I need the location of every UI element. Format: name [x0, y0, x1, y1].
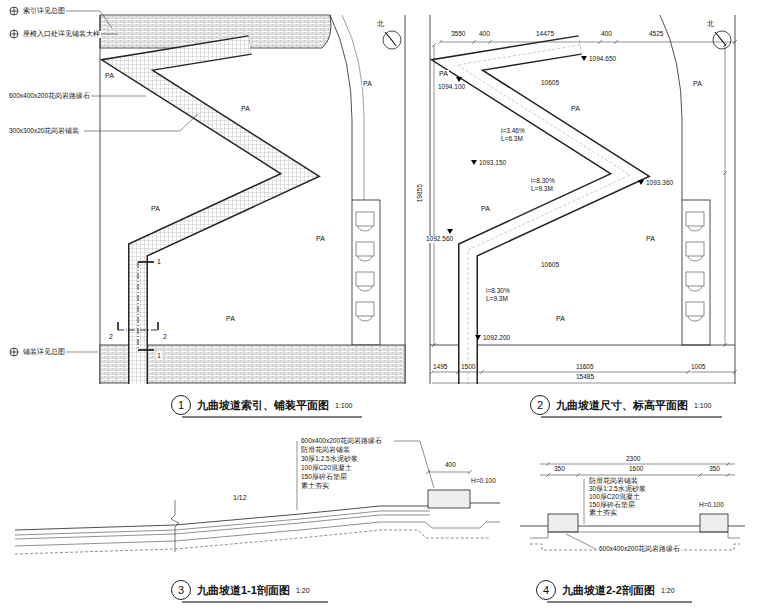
drawing-label: 1495 [432, 364, 448, 371]
drawing-label: 北 [706, 20, 715, 27]
drawing-title: 1 九曲坡道索引、铺装平面图 1:100 [171, 395, 353, 415]
drawing-label: 防滑花岗岩铺装 [588, 478, 639, 485]
drawing-label: 1092.560 [425, 236, 454, 243]
drawing-label: i=3.46% [500, 128, 526, 135]
drawing-name: 九曲坡道1-1剖面图 [197, 583, 290, 598]
drawing-label: 30厚1:2.5水泥砂浆 [588, 486, 647, 493]
drawing-label: 150厚碎石垫层 [300, 474, 348, 481]
drawing-name: 九曲坡道2-2剖面图 [562, 583, 655, 598]
drawing-label: 铺装详见总图 [22, 349, 66, 356]
drawing-label: i=8.30% [530, 178, 556, 185]
drawing-label: 1093.150 [478, 160, 507, 167]
drawing-label: PA [645, 235, 656, 242]
drawing-label: L=9.3M [530, 186, 554, 193]
drawing-label: 1093.360 [645, 180, 674, 187]
drawing-label: 防滑花岗岩铺装 [300, 447, 351, 454]
drawing-label: PA [570, 105, 581, 112]
drawing-label: 1094.100 [437, 84, 466, 91]
drawing-label: 15485 [575, 374, 595, 381]
drawing-label: L=6.3M [500, 136, 524, 143]
drawing-name: 九曲坡道索引、铺装平面图 [197, 398, 329, 413]
drawing-label: 3550 [450, 31, 466, 38]
drawing-label: 10605 [540, 80, 560, 87]
section-one [15, 441, 500, 554]
drawing-label: H=0.100 [698, 502, 725, 509]
drawing-label: 400 [478, 31, 491, 38]
drawing-label: 100厚C20混凝土 [588, 494, 641, 501]
drawing-label: 素土夯实 [300, 483, 330, 490]
drawing-label: 2 [108, 333, 114, 340]
drawing-label: 1092.200 [482, 335, 511, 342]
drawing-label: 2300 [625, 456, 641, 463]
drawing-title: 2 九曲坡道尺寸、标高平面图 1:100 [530, 395, 712, 415]
drawing-label: PA [240, 105, 251, 112]
plan-two [430, 15, 737, 384]
drawing-label: 300x300x20花岗岩铺装 [8, 128, 80, 135]
drawing-label: 4525 [648, 31, 664, 38]
drawing-label: 14475 [535, 31, 555, 38]
drawing-label: PA [315, 235, 326, 242]
drawing-label: 350 [708, 466, 721, 473]
drawing-label: 素土夯实 [588, 510, 618, 517]
plan-one [10, 7, 405, 384]
drawing-label: 北 [376, 20, 385, 27]
drawing-label: 1 [156, 258, 162, 265]
drawing-label: 350 [553, 466, 566, 473]
callout-number: 2 [530, 395, 550, 415]
drawing-scale: 1:20 [296, 587, 310, 594]
drawing-label: 600x400x200花岗岩路缘石 [300, 438, 383, 445]
drawing-label: PA [104, 72, 115, 79]
drawing-label: 1/12 [232, 494, 248, 501]
drawing-label: PA [150, 205, 161, 212]
drawing-title: 4 九曲坡道2-2剖面图 1:20 [536, 580, 675, 600]
callout-number: 1 [171, 395, 191, 415]
drawing-title: 3 九曲坡道1-1剖面图 1:20 [171, 580, 310, 600]
drawing-label: H=0.100 [470, 478, 497, 485]
drawing-scale: 1:100 [335, 402, 353, 409]
drawing-label: PA [692, 80, 703, 87]
drawing-label: 150厚碎石垫层 [588, 502, 636, 509]
drawing-label: 1005 [690, 364, 706, 371]
drawing-name: 九曲坡道尺寸、标高平面图 [556, 398, 688, 413]
drawing-label: PA [225, 315, 236, 322]
drawing-label: L=9.3M [485, 296, 509, 303]
drawing-label: 600x400x200花岗岩路缘石 [8, 93, 91, 100]
callout-number: 3 [171, 580, 191, 600]
drawing-label: 400 [444, 462, 457, 469]
drawing-label: PA [438, 70, 449, 77]
drawing-label: 2 [162, 333, 168, 340]
drawing-label: 1 [156, 352, 162, 359]
drawing-label: 400 [600, 31, 613, 38]
drawing-label: 100厚C20混凝土 [300, 465, 353, 472]
drawing-label: 索引详见总图 [22, 8, 66, 15]
drawing-scale: 1:20 [661, 587, 675, 594]
drawing-label: 座椅入口处详见铺装大样 [22, 31, 101, 38]
section-two [520, 462, 745, 550]
drawing-scale: 1:100 [694, 402, 712, 409]
drawing-label: PA [362, 80, 373, 87]
drawing-label: i=8.30% [485, 288, 511, 295]
drawing-label: 30厚1:2.5水泥砂浆 [300, 456, 359, 463]
callout-number: 4 [536, 580, 556, 600]
drawing-label: 10605 [540, 262, 560, 269]
drawing-label: 11605 [575, 364, 595, 371]
drawing-label: 19855 [417, 183, 424, 203]
drawing-label: PA [555, 315, 566, 322]
drawing-label: 600x400x200花岗岩路缘石 [598, 546, 681, 553]
drawing-label: 1500 [460, 364, 476, 371]
drawing-label: 1094.650 [588, 56, 617, 63]
drawing-label: PA [480, 205, 491, 212]
drawing-label: 1600 [628, 466, 644, 473]
